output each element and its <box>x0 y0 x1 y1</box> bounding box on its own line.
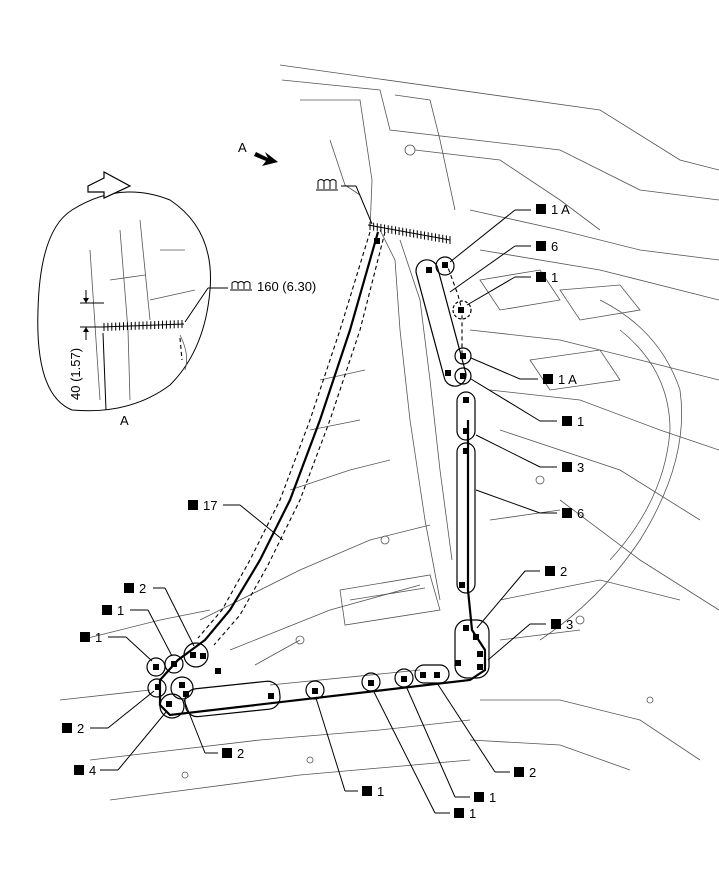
inset-title: A <box>120 413 129 428</box>
callout-text: 1 A <box>558 372 577 387</box>
callout-text: 1 <box>95 630 102 645</box>
view-arrow-icon <box>254 152 278 166</box>
body-structure-lines <box>59 64 719 801</box>
callout-1c: 1 <box>405 685 496 805</box>
callout-1f: 1 <box>102 603 173 657</box>
callout-2b: 2 <box>436 682 536 780</box>
callout-3b: 3 <box>487 617 573 661</box>
inset-detail: 40 (1.57) A 160 (6.30) <box>37 170 316 428</box>
view-arrow-a: A <box>238 140 278 166</box>
callout-text: 3 <box>577 460 584 475</box>
inset-side-dimension: 40 (1.57) <box>68 348 83 400</box>
callout-2a: 2 <box>476 564 567 629</box>
callout-1d: 1 <box>372 689 476 821</box>
callout-text: 2 <box>529 765 536 780</box>
sealer-nozzle-icon <box>231 281 251 289</box>
callout-text: 1 <box>489 790 496 805</box>
callout-text: 2 <box>237 746 244 761</box>
callouts: 1 A 6 1 1 A 1 3 6 <box>62 202 584 821</box>
callout-1b: 1 <box>470 378 584 429</box>
callout-text: 1 <box>577 414 584 429</box>
callout-17: 17 <box>188 498 284 541</box>
callout-2c: 2 <box>183 699 244 761</box>
callout-text: 2 <box>139 581 146 596</box>
callout-text: 6 <box>577 506 584 521</box>
callout-6a: 6 <box>449 239 558 293</box>
callout-text: 17 <box>203 498 217 513</box>
callout-3a: 3 <box>475 434 584 475</box>
callout-1e: 1 <box>315 697 384 799</box>
callout-text: 1 <box>469 806 476 821</box>
callout-1a: 1 <box>466 270 558 306</box>
callout-text: 2 <box>560 564 567 579</box>
callout-text: 6 <box>551 239 558 254</box>
callout-text: 2 <box>77 721 84 736</box>
sealer-marks <box>153 238 483 707</box>
view-arrow-letter: A <box>238 140 247 155</box>
callout-text: 3 <box>566 617 573 632</box>
callout-text: 1 <box>551 270 558 285</box>
seam-strip-top <box>367 222 451 244</box>
callout-text: 1 A <box>551 202 570 217</box>
callout-text: 1 <box>377 784 384 799</box>
callout-mid-1a: 1 A <box>470 357 577 387</box>
callout-text: 1 <box>117 603 124 618</box>
callout-top-1a: 1 A <box>449 202 570 263</box>
callout-1g: 1 <box>80 630 153 662</box>
sealer-symbol-top <box>316 179 373 225</box>
callout-2e: 2 <box>124 581 195 647</box>
callout-text: 4 <box>89 763 96 778</box>
sealer-groups <box>146 256 490 719</box>
inset-dimension-label: 160 (6.30) <box>257 279 316 294</box>
callout-6b: 6 <box>475 489 584 521</box>
callout-2d: 2 <box>62 690 155 736</box>
direction-arrow-icon <box>87 170 132 199</box>
sealer-nozzle-icon <box>317 179 337 189</box>
callout-4: 4 <box>74 711 167 778</box>
